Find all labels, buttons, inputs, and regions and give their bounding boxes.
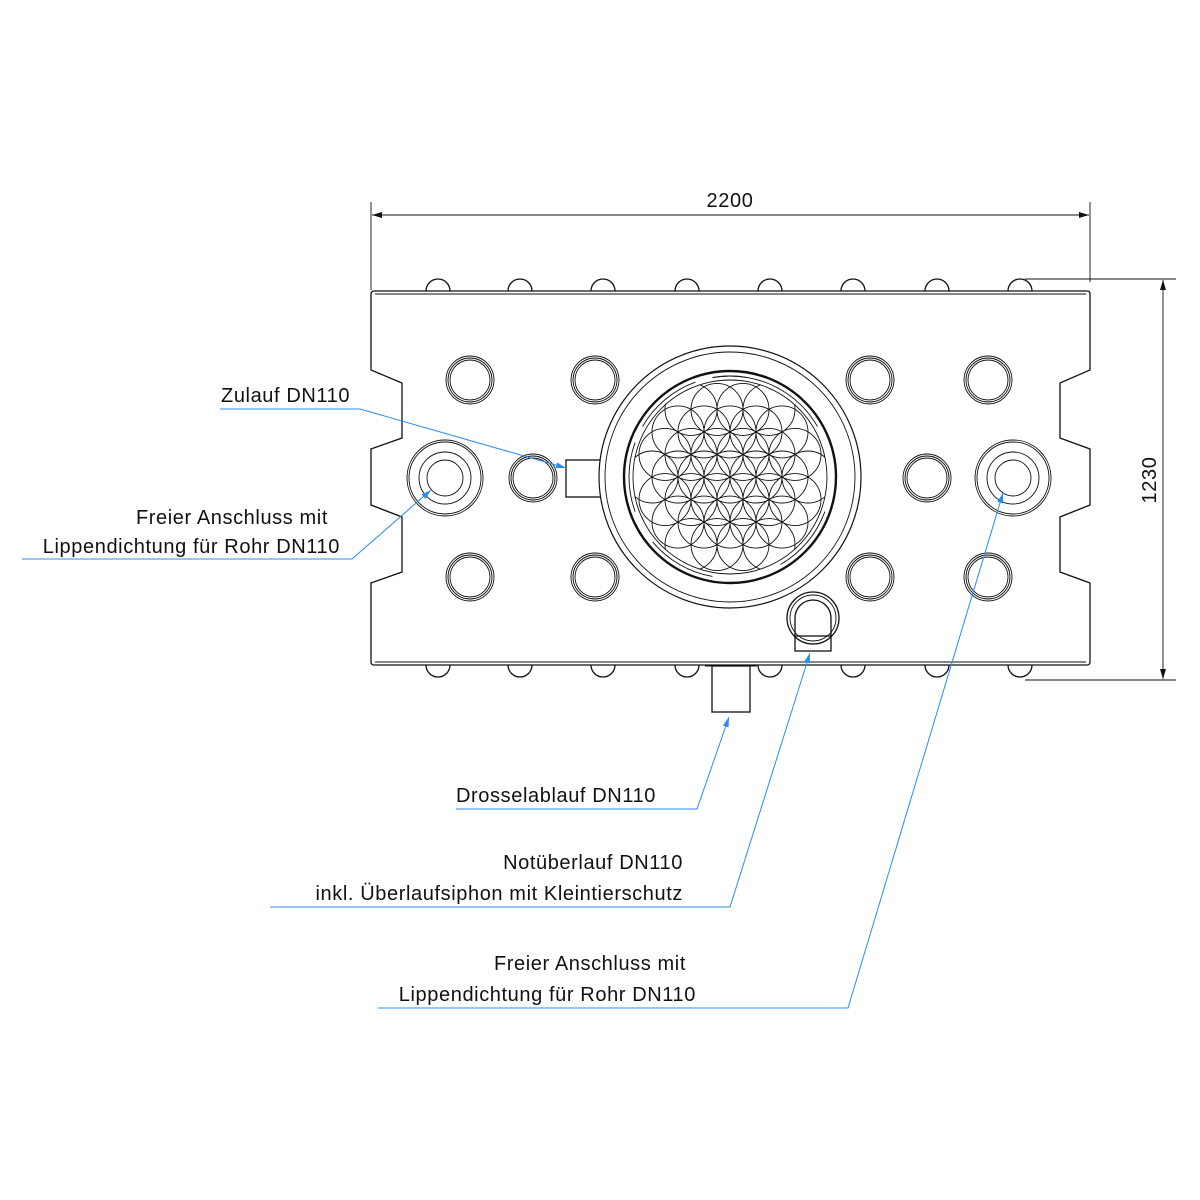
free-connector-left (406, 439, 484, 517)
bump (924, 664, 950, 678)
callout-free-left-line2: Lippendichtung für Rohr DN110 (43, 536, 340, 558)
callout-notueberlauf-line1: Notüberlauf DN110 (503, 852, 683, 874)
bump (757, 664, 783, 678)
bump (507, 664, 533, 678)
callout-free-connector-left: Freier Anschluss mit Lippendichtung für … (22, 489, 432, 560)
bump (840, 664, 866, 678)
hole (570, 552, 620, 602)
bump (674, 278, 700, 292)
callout-zulauf-text: Zulauf DN110 (221, 385, 350, 407)
dimension-height: 1230 (1025, 278, 1176, 681)
hole (845, 552, 895, 602)
throttle-drain-pipe (711, 665, 751, 713)
dimension-width: 2200 (370, 190, 1091, 290)
callout-notueberlauf: Notüberlauf DN110 inkl. Überlaufsiphon m… (270, 652, 811, 908)
bump (674, 664, 700, 678)
callout-free-right-line2: Lippendichtung für Rohr DN110 (399, 984, 696, 1006)
tank-outline (370, 290, 1091, 666)
bump (507, 278, 533, 292)
callout-drossel-text: Drosselablauf DN110 (456, 785, 656, 807)
callout-free-left-line1: Freier Anschluss mit (136, 507, 328, 529)
callout-free-connector-right: Freier Anschluss mit Lippendichtung für … (378, 492, 1004, 1009)
tank-holes (445, 355, 1013, 602)
callout-notueberlauf-line2: inkl. Überlaufsiphon mit Kleintierschutz (316, 883, 684, 905)
bump (924, 278, 950, 292)
hole (570, 355, 620, 405)
hole (902, 453, 952, 503)
bump (425, 278, 451, 292)
hole (508, 453, 558, 503)
callout-drossel: Drosselablauf DN110 (456, 716, 730, 810)
bump (1007, 278, 1033, 292)
dimension-height-label: 1230 (1139, 457, 1161, 504)
hole (845, 355, 895, 405)
bump (757, 278, 783, 292)
tank-bumps (425, 278, 1033, 678)
overflow-siphon (786, 591, 840, 652)
flower-of-life-grate (633, 383, 827, 571)
hole (445, 552, 495, 602)
bump (1007, 664, 1033, 678)
hole (963, 552, 1013, 602)
dimension-width-label: 2200 (707, 190, 754, 212)
hole (963, 355, 1013, 405)
bump (590, 278, 616, 292)
central-shaft (598, 345, 862, 609)
inlet-pipe (565, 459, 605, 498)
bump (425, 664, 451, 678)
free-connector-right (974, 439, 1052, 517)
callout-free-right-line1: Freier Anschluss mit (494, 953, 686, 975)
bump (590, 664, 616, 678)
callout-zulauf: Zulauf DN110 (220, 385, 567, 469)
bump (840, 278, 866, 292)
hole (445, 355, 495, 405)
